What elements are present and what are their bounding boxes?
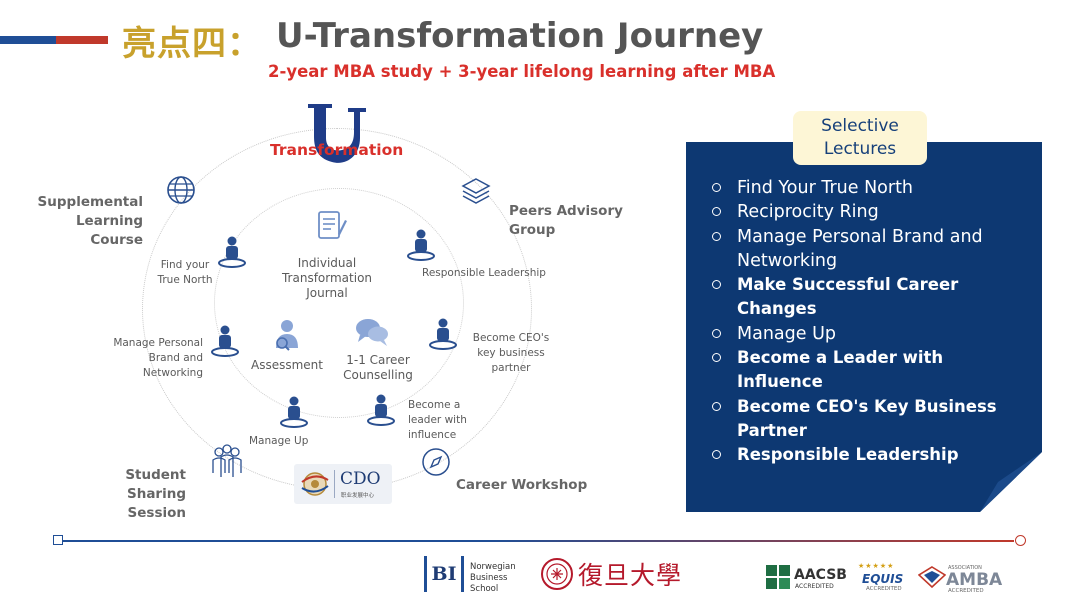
amba-diamond-icon bbox=[918, 566, 946, 588]
lecture-label: Make Successful Career Changes bbox=[737, 275, 959, 319]
circle-bullet-icon bbox=[712, 401, 721, 411]
person-icon bbox=[211, 325, 239, 357]
circle-bullet-icon bbox=[712, 450, 721, 460]
group-people-icon bbox=[212, 444, 242, 477]
page-curl-decoration bbox=[980, 452, 1042, 512]
lecture-label: Become a Leader with Influence bbox=[737, 348, 944, 392]
bi-school-name: Norwegian Business School bbox=[470, 562, 516, 594]
ceo-partner-label: Become CEO's key business partner bbox=[472, 332, 550, 374]
equis-logo: EQUIS bbox=[862, 572, 904, 586]
lecture-item: Manage Personal Brand and Networking bbox=[710, 225, 1030, 274]
lecture-item: Responsible Leadership bbox=[710, 443, 1030, 467]
lecture-label: Find Your True North bbox=[737, 178, 914, 198]
page-subtitle: 2-year MBA study + 3-year lifelong learn… bbox=[268, 62, 776, 81]
lecture-item: Find Your True North bbox=[710, 176, 1030, 200]
amba-association: ASSOCIATION bbox=[948, 565, 982, 571]
lecture-item: Reciprocity Ring bbox=[710, 200, 1030, 224]
lecture-label: Manage Personal Brand and Networking bbox=[737, 226, 983, 271]
person-icon bbox=[367, 394, 395, 426]
amba-logo: AMBA bbox=[946, 570, 1003, 590]
career-counselling-label: 1-1 Career Counselling bbox=[343, 353, 413, 382]
lecture-item: Become a Leader with Influence bbox=[710, 346, 1030, 395]
cdo-badge: CDO 职业发展中心 bbox=[294, 464, 392, 504]
timeline-end-marker bbox=[1015, 535, 1026, 546]
cdo-sublabel: 职业发展中心 bbox=[341, 493, 375, 499]
title-highlight-label: 亮点四： bbox=[122, 24, 262, 64]
lecture-item: Manage Up bbox=[710, 322, 1030, 346]
circle-bullet-icon bbox=[712, 231, 721, 241]
timeline-line bbox=[62, 540, 1014, 542]
find-north-label: Find your True North bbox=[157, 259, 213, 286]
manage-up-label: Manage Up bbox=[249, 435, 309, 447]
cdo-divider bbox=[334, 470, 335, 498]
bi-logo: BI bbox=[424, 556, 464, 592]
lecture-label: Manage Up bbox=[737, 323, 836, 344]
responsible-leadership-label: Responsible Leadership bbox=[422, 267, 546, 279]
circle-bullet-icon bbox=[712, 183, 721, 192]
selective-lectures-heading: Selective Lectures bbox=[793, 111, 927, 165]
selective-lectures-panel bbox=[686, 142, 1042, 512]
personal-brand-label: Manage Personal Brand and Networking bbox=[113, 337, 203, 379]
career-workshop-label: Career Workshop bbox=[456, 477, 588, 493]
header-bar-red bbox=[56, 36, 108, 44]
equis-accredited: ACCREDITED bbox=[866, 586, 902, 592]
aacsb-mark-icon bbox=[766, 565, 790, 589]
amba-accredited: ACCREDITED bbox=[948, 588, 984, 594]
cdo-label: CDO bbox=[340, 469, 381, 489]
lecture-label: Responsible Leadership bbox=[737, 445, 959, 465]
lecture-label: Become CEO's Key Business Partner bbox=[737, 396, 997, 440]
transformation-label: Transformation bbox=[270, 141, 404, 159]
person-icon bbox=[218, 236, 246, 268]
equis-stars: ★★★★★ bbox=[858, 562, 895, 570]
circle-bullet-icon bbox=[712, 328, 721, 338]
circle-bullet-icon bbox=[712, 353, 721, 363]
lecture-list: Find Your True North Reciprocity Ring Ma… bbox=[710, 176, 1030, 468]
lecture-label: Reciprocity Ring bbox=[737, 202, 879, 223]
person-icon bbox=[407, 229, 435, 261]
fudan-name: 復旦大學 bbox=[578, 561, 683, 590]
page-title: U-Transformation Journey bbox=[276, 16, 764, 56]
fudan-seal-icon bbox=[541, 558, 573, 590]
lecture-item: Become CEO's Key Business Partner bbox=[710, 395, 1030, 444]
timeline-start-marker bbox=[53, 535, 63, 545]
journal-label: Individual Transformation Journal bbox=[281, 256, 373, 300]
compass-icon bbox=[422, 448, 450, 476]
supplemental-learning-label: Supplemental Learning Course bbox=[37, 194, 143, 248]
circle-bullet-icon bbox=[712, 207, 721, 217]
leader-influence-label: Become a leader with influence bbox=[408, 399, 467, 441]
person-icon bbox=[429, 318, 457, 350]
peers-advisory-label: Peers Advisory Group bbox=[509, 203, 623, 238]
journal-icon bbox=[318, 211, 347, 239]
globe-icon bbox=[167, 176, 195, 204]
student-sharing-label: Student Sharing Session bbox=[125, 467, 186, 521]
layers-icon bbox=[461, 178, 491, 204]
chat-bubbles-icon bbox=[356, 319, 388, 346]
lecture-item: Make Successful Career Changes bbox=[710, 273, 1030, 322]
u-transformation-logo-icon bbox=[308, 104, 366, 163]
aacsb-accredited: ACCREDITED bbox=[795, 583, 834, 590]
fudan-emblem-icon bbox=[301, 472, 329, 496]
assessment-icon bbox=[276, 320, 298, 351]
header-bar-blue bbox=[0, 36, 56, 44]
circle-bullet-icon bbox=[712, 280, 721, 290]
person-icon bbox=[280, 396, 308, 428]
aacsb-logo: AACSB bbox=[794, 567, 847, 583]
assessment-label: Assessment bbox=[251, 358, 323, 372]
